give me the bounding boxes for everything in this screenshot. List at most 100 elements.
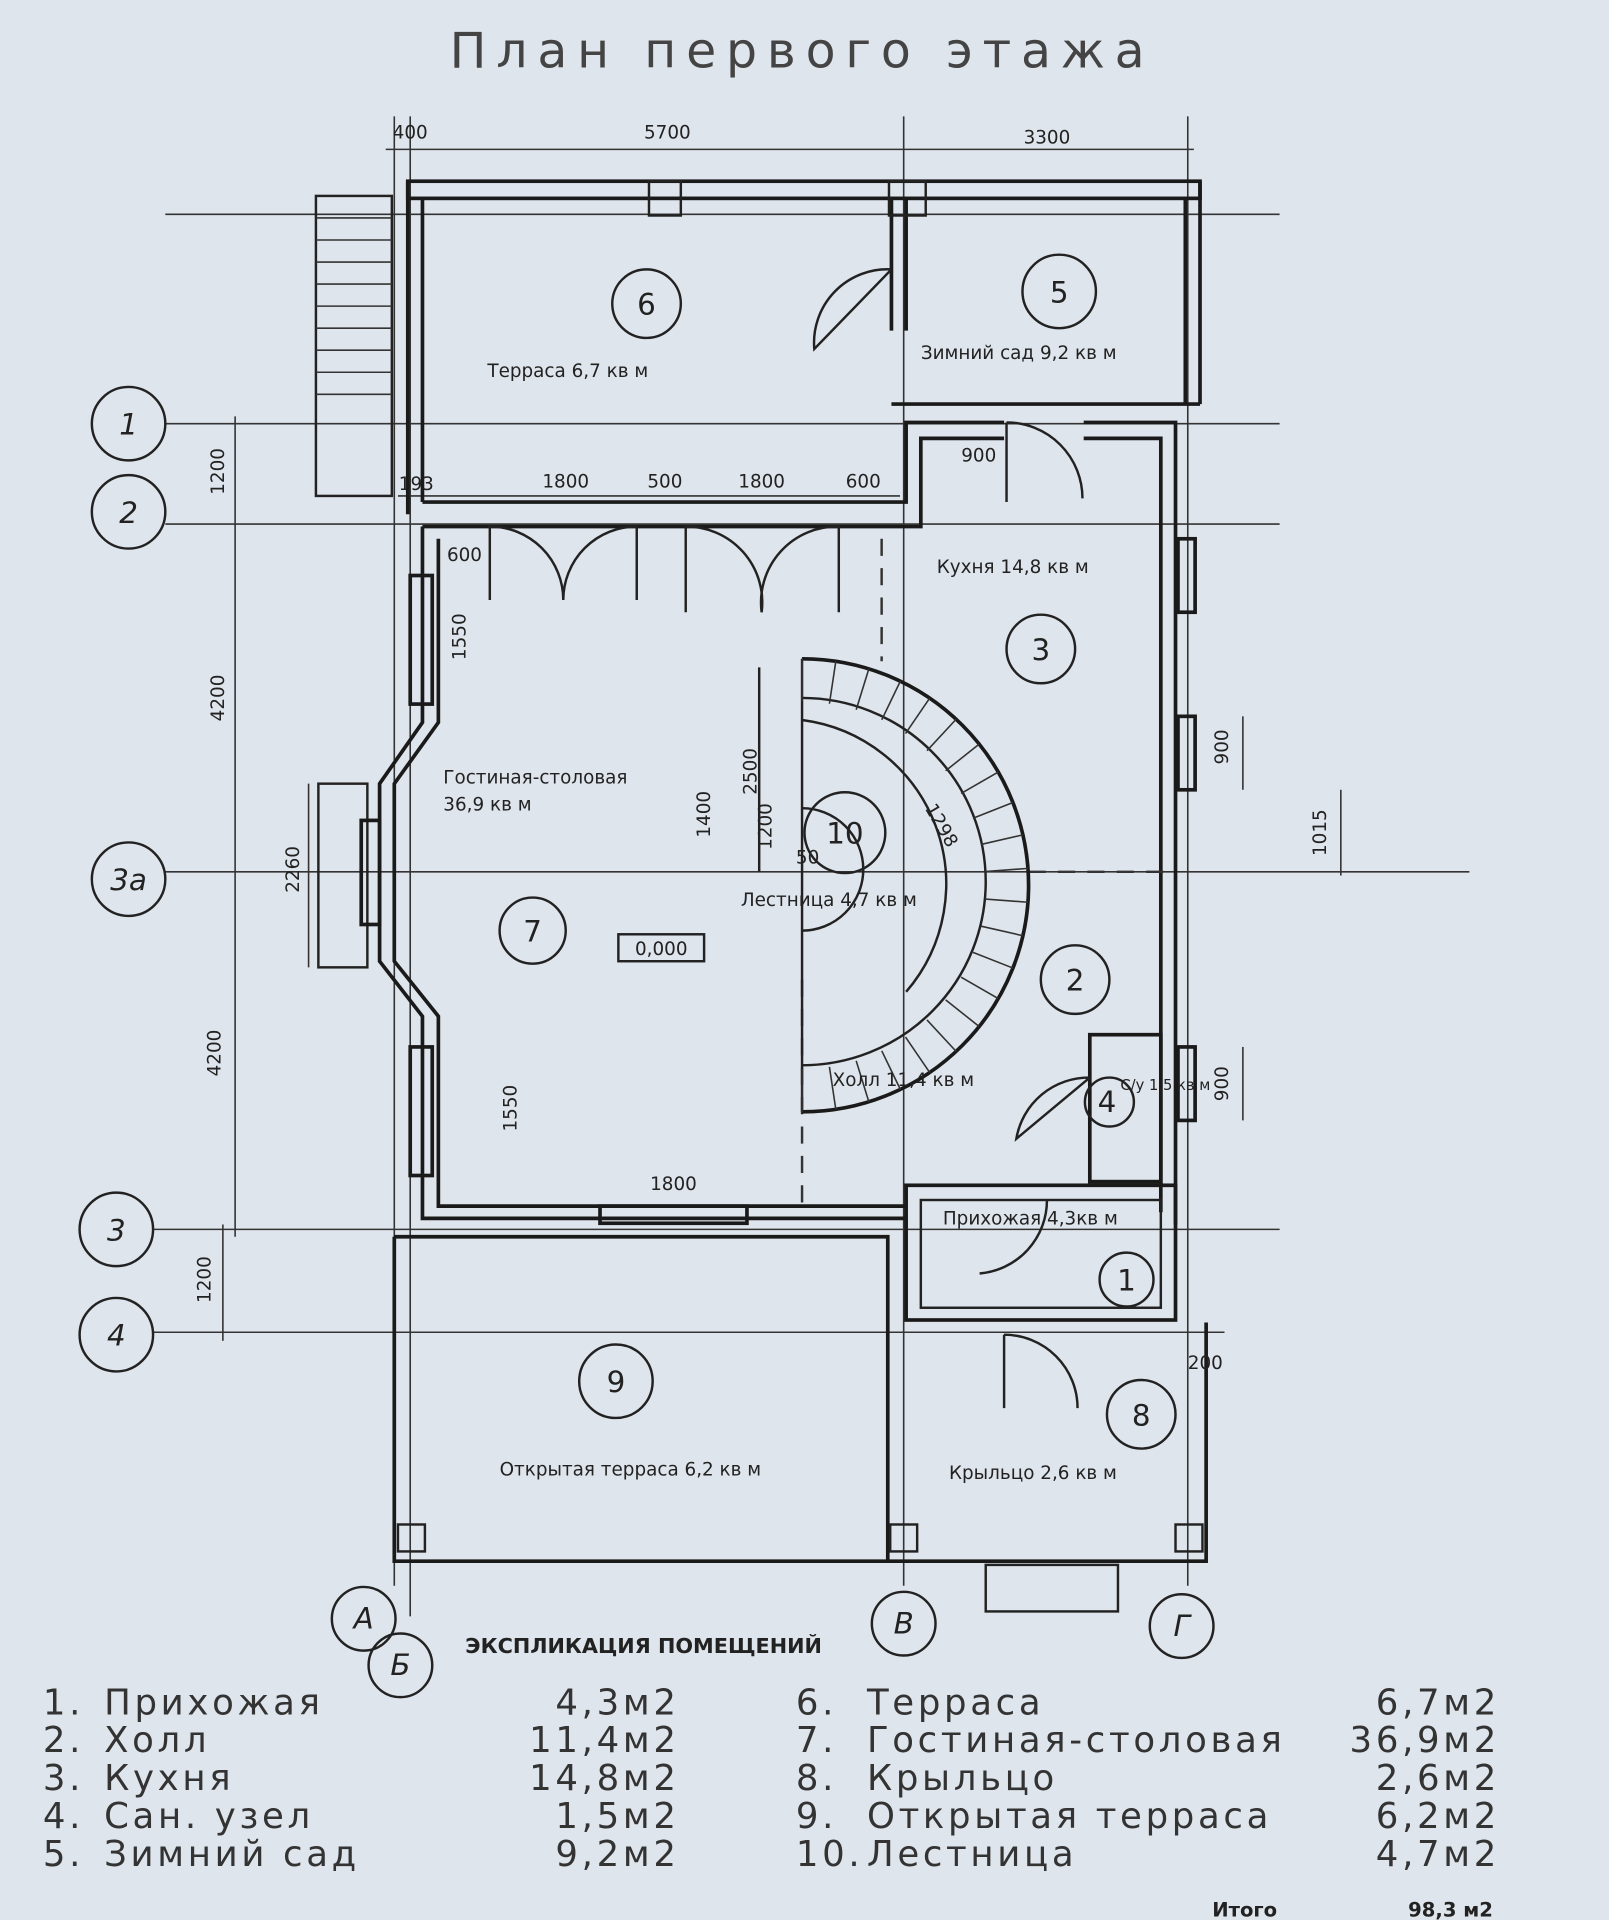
axis-marker-4 [78, 1296, 155, 1373]
explication-n: 8. [796, 1758, 837, 1799]
axis-marker-1 [90, 385, 167, 462]
room-number: 7 [523, 915, 542, 949]
svg-text:1550: 1550 [501, 1085, 522, 1132]
explication-name: Кухня [104, 1758, 234, 1799]
room-number: 2 [1066, 964, 1085, 998]
room-label: Лестница 4,7 кв м [741, 890, 917, 911]
explication-area: 36,9м2 [1350, 1720, 1500, 1761]
svg-text:1800: 1800 [738, 471, 785, 492]
explication-name: Лестница [867, 1834, 1077, 1875]
room-number: 5 [1050, 275, 1069, 309]
plan-title: План первого этажа [450, 22, 1155, 79]
axis-label: 3 [107, 1213, 126, 1247]
stair-tread [945, 999, 980, 1028]
stair-tread [855, 668, 870, 711]
svg-text:1015: 1015 [1310, 809, 1331, 856]
room-label: Гостиная-столовая [443, 768, 627, 789]
axis-label: 2 [119, 496, 138, 530]
svg-text:2500: 2500 [741, 748, 762, 795]
room-label: Крыльцо 2,6 кв м [949, 1463, 1117, 1484]
svg-text:900: 900 [961, 446, 996, 467]
stair-tread [881, 680, 902, 721]
room-label: С/у 1,5 кв м [1120, 1077, 1210, 1094]
explication-area: 11,4м2 [529, 1720, 679, 1761]
stair-tread [828, 661, 837, 704]
stair-tread [980, 834, 1024, 846]
level-mark: 0,000 [635, 939, 688, 960]
axis-label: 4 [107, 1319, 126, 1353]
room-labels: 1 Прихожая 4,3кв м 2 Холл 11,4 кв м 3 Ку… [443, 253, 1210, 1484]
explication-name: Терраса [866, 1682, 1044, 1723]
explication-name: Крыльцо [867, 1758, 1058, 1799]
svg-text:600: 600 [846, 471, 881, 492]
room-label: Прихожая 4,3кв м [943, 1208, 1118, 1229]
stair-tread [980, 925, 1024, 937]
explication-area: 1,5м2 [555, 1796, 679, 1837]
walls [314, 179, 1208, 1613]
stair-tread [972, 801, 1014, 819]
row-axis-markers: 1 2 3а 3 4 [78, 385, 167, 1373]
explication-area: 4,3м2 [555, 1682, 679, 1723]
explication-area: 14,8м2 [529, 1758, 679, 1799]
total-value: 98,3 м2 [1408, 1898, 1493, 1920]
svg-text:900: 900 [1212, 729, 1233, 764]
explication-name: Открытая терраса [867, 1796, 1272, 1837]
svg-text:5700: 5700 [644, 122, 691, 143]
stair-tread [881, 1050, 902, 1090]
stair-tread [926, 718, 957, 752]
svg-text:1800: 1800 [542, 471, 589, 492]
explication-area: 6,2м2 [1376, 1796, 1500, 1837]
axis-label: 3а [110, 863, 147, 897]
svg-text:1200: 1200 [755, 803, 776, 850]
svg-text:1550: 1550 [449, 613, 470, 660]
explication-n: 1. [43, 1682, 84, 1723]
explication-n: 10. [796, 1834, 863, 1875]
room-label: Кухня 14,8 кв м [937, 557, 1089, 578]
svg-text:4200: 4200 [208, 675, 229, 722]
stair-tread [828, 1066, 837, 1110]
room-number: 4 [1098, 1085, 1117, 1119]
total-label: Итого [1212, 1898, 1277, 1920]
explication-n: 7. [796, 1720, 837, 1761]
stair-tread [985, 867, 1029, 873]
room-label: Открытая терраса 6,2 кв м [500, 1460, 762, 1481]
explication-name: Прихожая [104, 1682, 324, 1723]
axis-marker-3a [90, 841, 167, 918]
room-label: 36,9 кв м [443, 795, 531, 816]
explication-n: 4. [43, 1796, 84, 1837]
stair-tread [904, 1036, 931, 1073]
svg-text:600: 600 [447, 545, 482, 566]
stair-tread [960, 976, 999, 1000]
axis-label: А [352, 1602, 374, 1636]
svg-text:1298: 1298 [920, 800, 962, 851]
svg-text:193: 193 [399, 474, 434, 495]
room-label: Холл 11,4 кв м [833, 1070, 974, 1091]
axis-grid [153, 116, 1470, 1617]
explication-area: 9,2м2 [555, 1834, 679, 1875]
svg-text:1400: 1400 [694, 791, 715, 838]
explication-name: Сан. узел [104, 1796, 314, 1837]
svg-text:1800: 1800 [650, 1174, 697, 1195]
stair-tread [985, 898, 1029, 904]
left-dimensions: 1200 4200 2260 4200 1200 [195, 416, 310, 1341]
svg-text:900: 900 [1212, 1066, 1233, 1101]
explication-name: Гостиная-столовая [867, 1720, 1286, 1761]
explication-n: 5. [43, 1834, 84, 1875]
explication-area: 2,6м2 [1376, 1758, 1500, 1799]
axis-label: Б [390, 1648, 410, 1682]
stair-tread [972, 951, 1014, 969]
axis-label: В [894, 1606, 914, 1640]
svg-text:1200: 1200 [208, 448, 229, 495]
room-label: Зимний сад 9,2 кв м [921, 343, 1117, 364]
room-number: 9 [607, 1365, 626, 1399]
svg-text:200: 200 [1188, 1353, 1223, 1374]
column-axis-markers: А Б В Г [330, 1585, 1215, 1699]
stair-tread [945, 743, 980, 772]
svg-text:400: 400 [393, 122, 428, 143]
room-number: 6 [637, 288, 656, 322]
explication-n: 2. [43, 1720, 84, 1761]
explication-n: 6. [796, 1682, 837, 1723]
